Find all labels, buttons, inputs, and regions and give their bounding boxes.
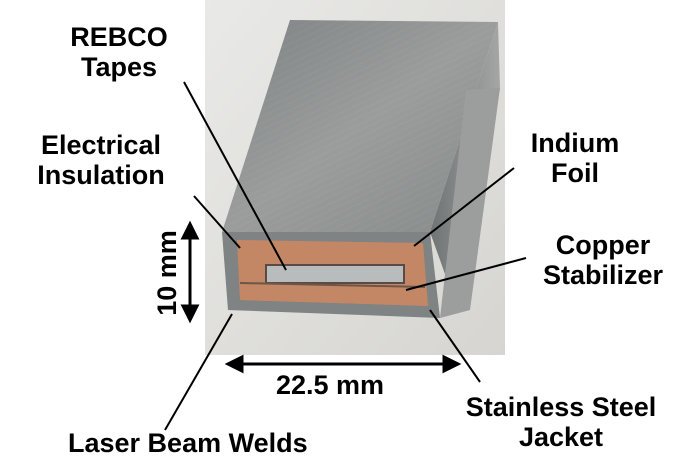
rebco-tapes-label: REBCO Tapes — [70, 22, 168, 82]
leader-stainless-steel-jacket — [429, 309, 481, 383]
stainless-steel-jacket-label: Stainless Steel Jacket — [465, 392, 657, 452]
indium-foil-label: Indium Foil — [530, 128, 620, 188]
width-dimension-label: 22.5 mm — [276, 370, 385, 400]
leader-lines — [164, 81, 527, 431]
height-dimension-label: 10 mm — [151, 230, 182, 316]
rebco-slot — [265, 264, 405, 284]
laser-beam-welds-label: Laser Beam Welds — [68, 428, 308, 458]
leader-indium-foil — [413, 167, 515, 247]
leader-rebco — [183, 81, 287, 271]
electrical-insulation-label: Electrical Insulation — [37, 130, 165, 190]
copper-stabilizer-label: Copper Stabilizer — [542, 230, 664, 290]
height-dimension-arrow — [180, 220, 200, 324]
copper-split-line — [239, 282, 426, 288]
jacket-top-face-texture — [222, 20, 498, 232]
leader-laser-beam-welds — [164, 313, 233, 431]
width-dimension-arrow — [224, 354, 462, 374]
leader-copper-stabilizer — [405, 257, 527, 291]
leader-electrical-insulation — [193, 195, 241, 249]
